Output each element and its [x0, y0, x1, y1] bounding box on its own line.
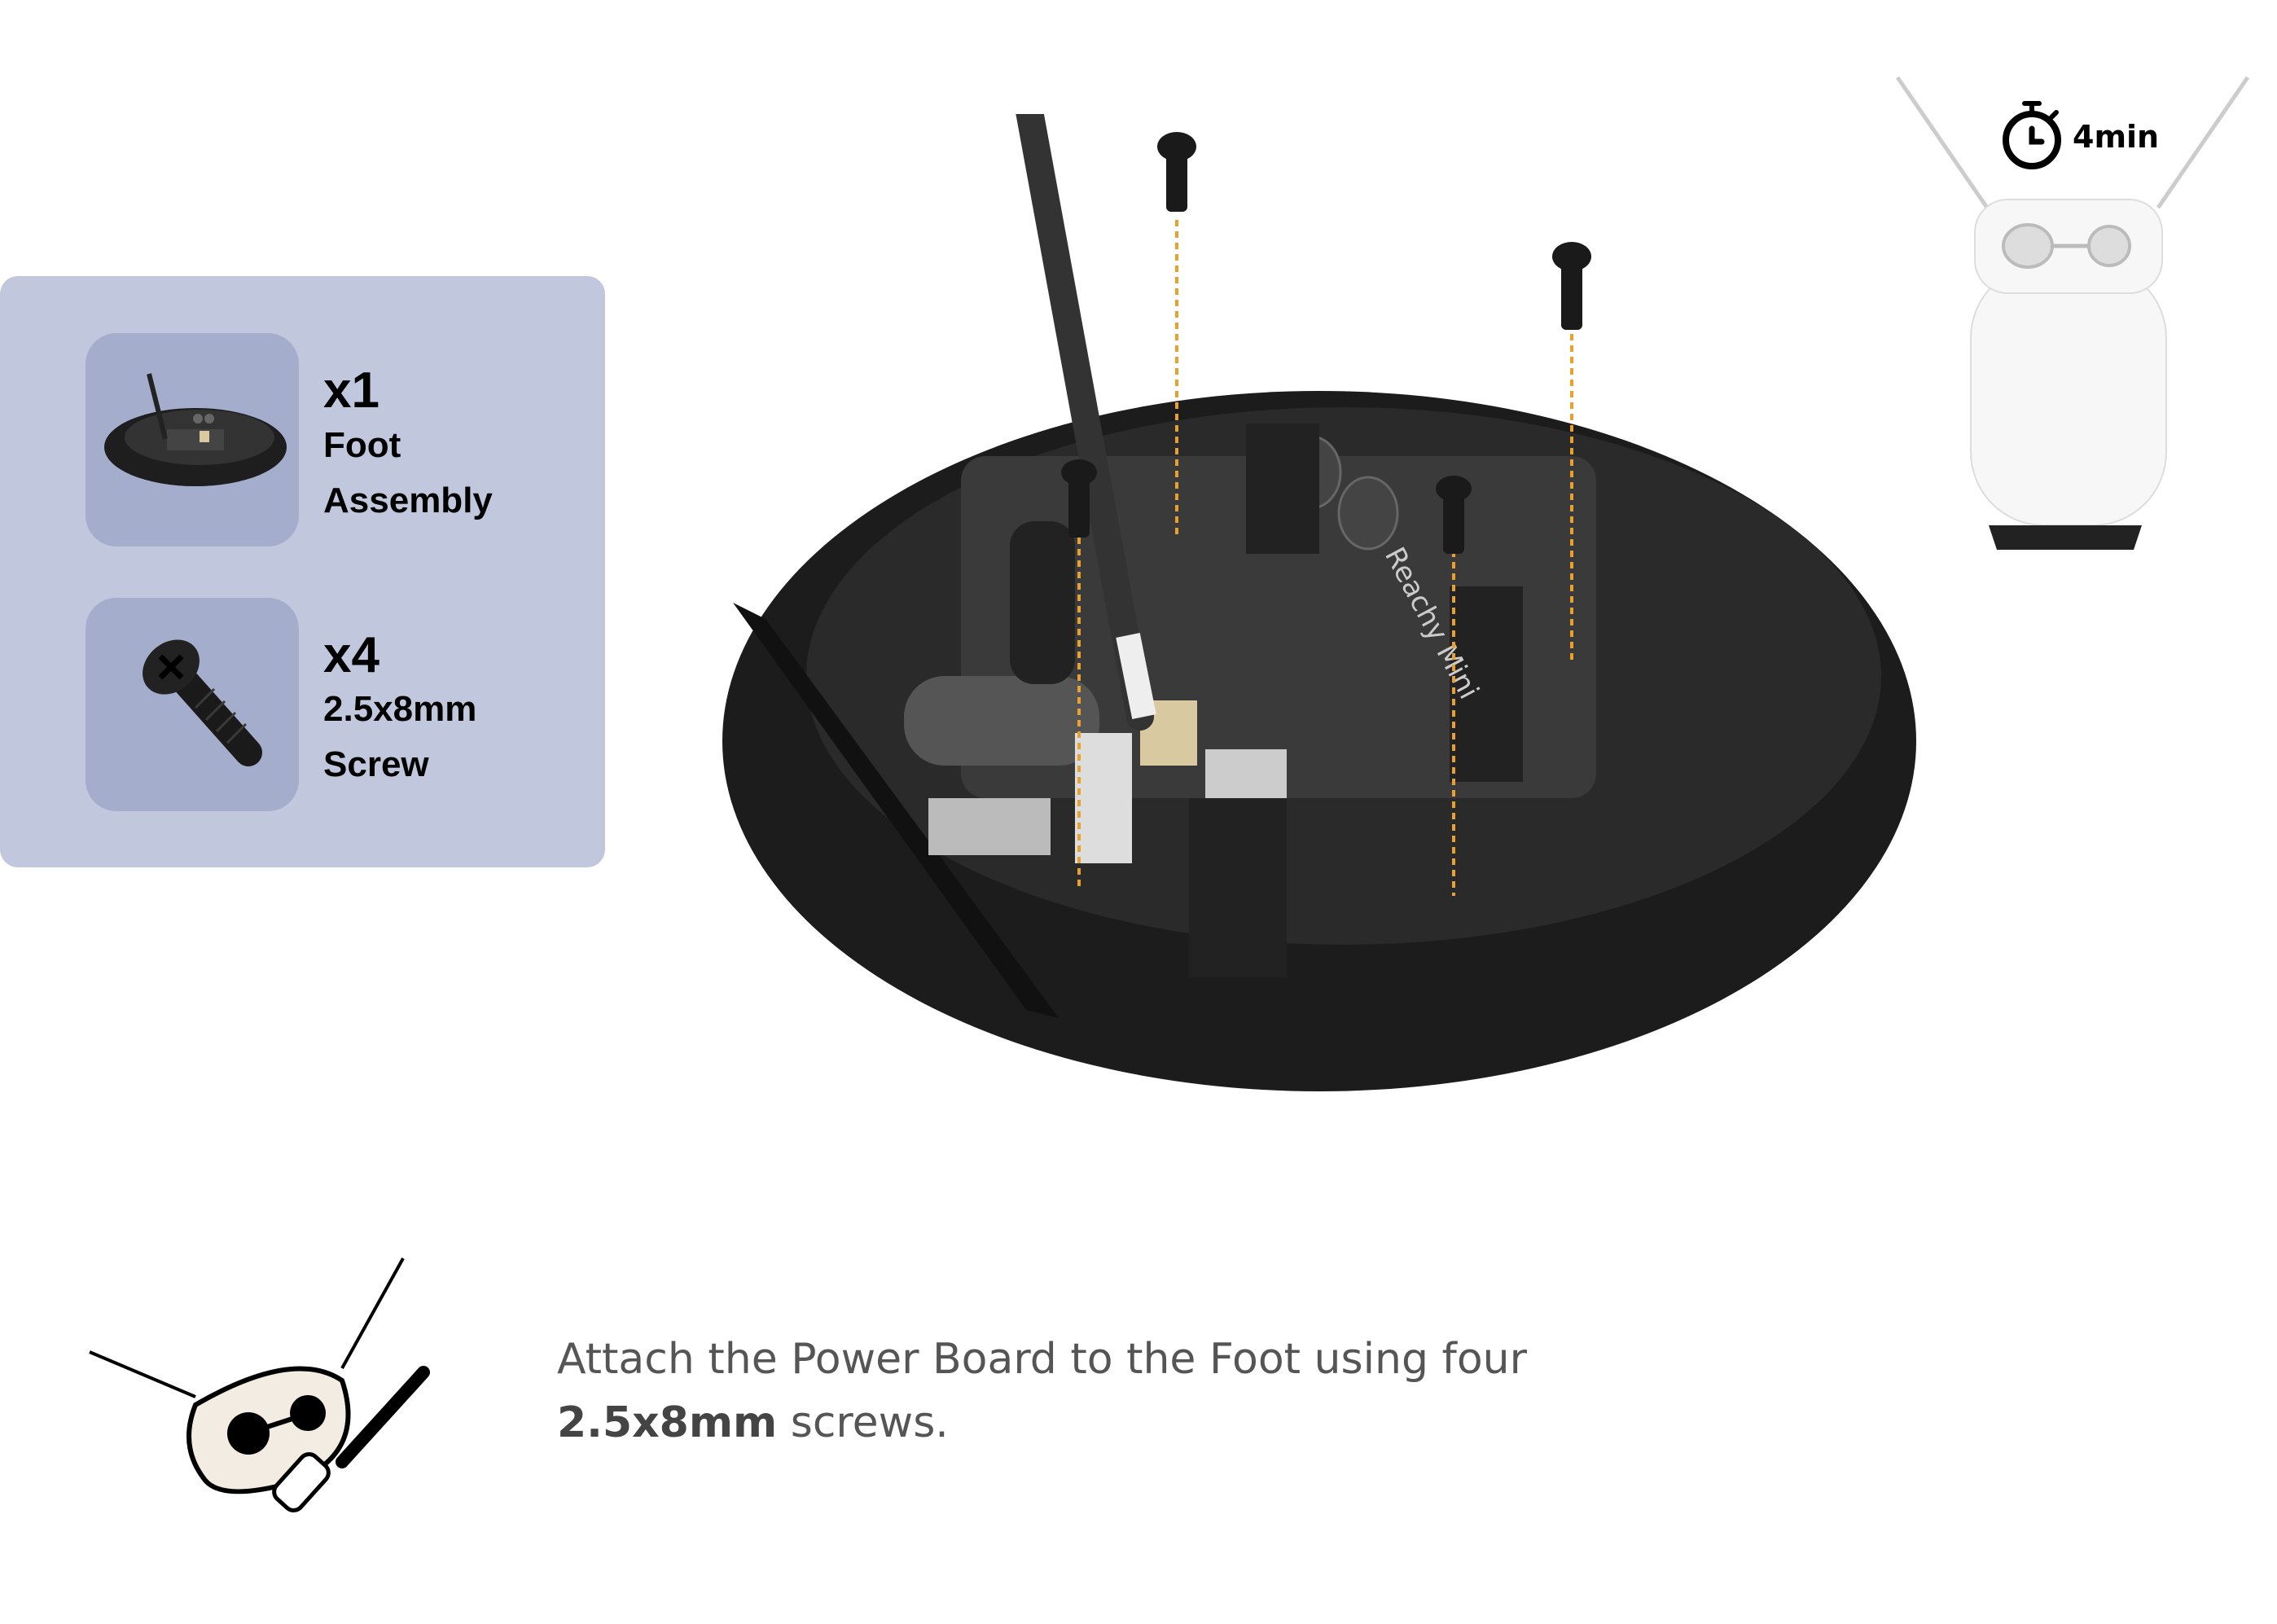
part-name: Assembly	[323, 481, 493, 520]
reachy-robot-image	[1895, 76, 2250, 550]
part-name: Foot	[323, 425, 401, 465]
assembly-illustration: Reachy Mini	[722, 114, 1916, 1091]
part-name: 2.5x8mm	[323, 689, 477, 729]
guide-lines	[1077, 220, 1573, 896]
foot-assembly-thumbnail	[86, 333, 299, 546]
part-quantity: x1	[323, 362, 380, 419]
instruction-suffix: screws.	[777, 1398, 949, 1447]
part-quantity: x4	[323, 627, 380, 683]
instruction-text: Attach the Power Board to the Foot using…	[557, 1328, 1527, 1455]
instruction-line-1: Attach the Power Board to the Foot using…	[557, 1335, 1527, 1384]
screw-size: 2.5x8mm	[557, 1398, 778, 1447]
screw-icons	[1061, 132, 1591, 554]
part-name: Screw	[323, 744, 429, 784]
cable	[1016, 114, 1154, 731]
mascot-robot-icon	[89, 1258, 430, 1512]
parts-list-panel: x1 Foot Assembly x4 2.5x8mm Screw	[0, 276, 605, 867]
duration-label: 4min	[2073, 119, 2160, 155]
screw-thumbnail	[86, 598, 299, 811]
screw-image	[143, 639, 262, 766]
foot-assembly-image	[104, 373, 287, 486]
instruction-line-2: 2.5x8mm screws.	[557, 1391, 1527, 1455]
stopwatch-icon	[2003, 101, 2061, 169]
